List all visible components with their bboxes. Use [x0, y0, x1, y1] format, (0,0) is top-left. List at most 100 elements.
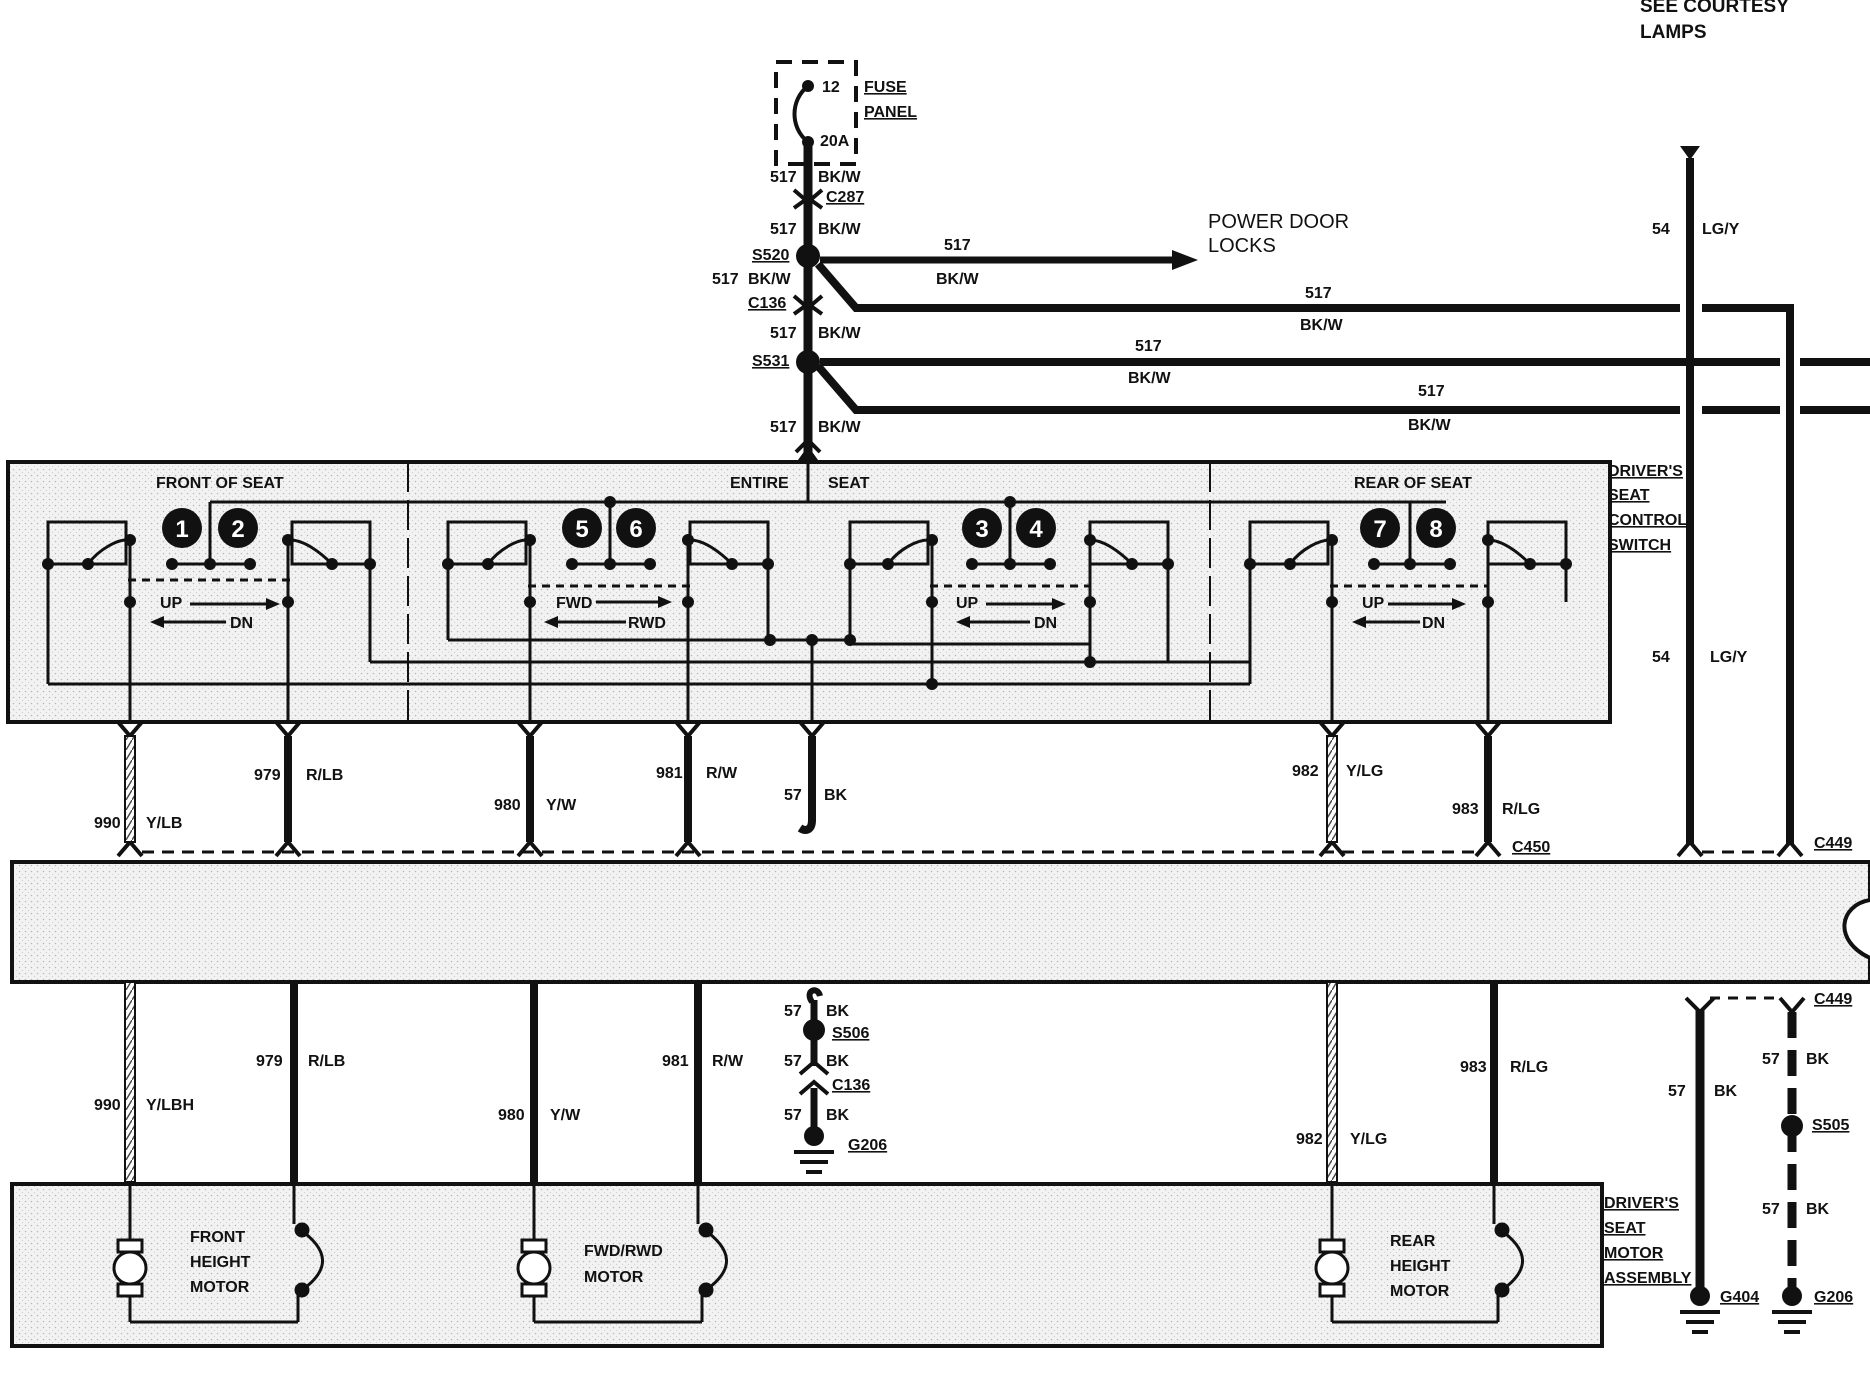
wire-rlb-label-a: R/LB: [306, 767, 343, 784]
wire-982-label-a: 982: [1292, 763, 1319, 780]
switch-number-7: 7: [1373, 516, 1386, 543]
wire-983-label-b: 983: [1460, 1059, 1487, 1076]
switch-label-4: SWITCH: [1608, 537, 1671, 554]
wire-bkw-label-r3: BK/W: [1408, 417, 1452, 434]
wire-ylg-label-b: Y/LG: [1350, 1131, 1387, 1148]
connector-c449-upper: C449: [1814, 835, 1852, 852]
splice-s520: [796, 244, 820, 268]
wire-ylb-label: Y/LB: [146, 815, 182, 832]
switch-circle-4: [1016, 508, 1056, 548]
switch-number-1: 1: [175, 516, 188, 543]
wire-bk-label-a: BK: [824, 787, 848, 804]
wire-57-label-g: 57: [1762, 1201, 1780, 1218]
wire-bkw-label-b: BK/W: [818, 221, 862, 238]
rear-dn-label: DN: [1422, 615, 1445, 632]
rwd-label: RWD: [628, 615, 666, 632]
wire-rw-label-a: R/W: [706, 765, 738, 782]
front-height-motor-2: HEIGHT: [190, 1254, 251, 1271]
rear-up-label: UP: [1362, 595, 1385, 612]
wire-517-label-e: 517: [770, 419, 797, 436]
courtesy-lamps-1: SEE COURTESY: [1640, 0, 1789, 17]
fuse-panel: 12 20A FUSE PANEL: [774, 60, 917, 166]
circuit-54: SEE COURTESY LAMPS 54 LG/Y 54 LG/Y: [1640, 0, 1789, 845]
switch-number-4: 4: [1029, 516, 1043, 543]
switch-circle-7: [1360, 508, 1400, 548]
switch-circle-6: [616, 508, 656, 548]
rear-height-motor-1: REAR: [1390, 1233, 1436, 1250]
wire-983-label-a: 983: [1452, 801, 1479, 818]
wire-bkw-label-pdl: BK/W: [936, 271, 980, 288]
switch-label-2: SEAT: [1608, 487, 1650, 504]
wire-lgy-label-b: LG/Y: [1710, 649, 1748, 666]
connector-c449-lower-left: [1684, 996, 1716, 1015]
wire-bk-label-d: BK: [826, 1107, 850, 1124]
switch-contact-dots: [42, 496, 1572, 690]
switch-number-8: 8: [1429, 516, 1442, 543]
motor-assembly-label-2: SEAT: [1604, 1220, 1646, 1237]
fwd-rwd-motor-1: FWD/RWD: [584, 1243, 663, 1260]
wire-990-label-b: 990: [94, 1097, 121, 1114]
branch-517-right-1: [814, 261, 1794, 845]
front-dn-label: DN: [230, 615, 253, 632]
fuse-panel-label-1: FUSE: [864, 79, 907, 96]
ground-g404: [1680, 1010, 1720, 1334]
wire-yw-label-b: Y/W: [550, 1107, 581, 1124]
switch-label-1: DRIVER'S: [1608, 463, 1683, 480]
front-height-motor-1: FRONT: [190, 1229, 245, 1246]
wire-979-label-a: 979: [254, 767, 281, 784]
wire-517-label-d: 517: [770, 325, 797, 342]
ground-g206-center: G206: [848, 1137, 887, 1154]
front-height-motor: [112, 1184, 324, 1324]
switch-circle-1: [162, 508, 202, 548]
wire-990-label-a: 990: [94, 815, 121, 832]
rear-height-motor-3: MOTOR: [1390, 1283, 1450, 1300]
wire-980-label-a: 980: [494, 797, 521, 814]
switch-number-2: 2: [231, 516, 244, 543]
ground-g206-right: [1710, 996, 1812, 1334]
wire-57-label-b: 57: [784, 1003, 802, 1020]
harness-upper: [116, 720, 1804, 858]
wire-bkw-label-e: BK/W: [818, 419, 862, 436]
wire-517-label-a: 517: [770, 169, 797, 186]
wire-bkw-label-d: BK/W: [818, 325, 862, 342]
wire-980-label-b: 980: [498, 1107, 525, 1124]
switch-number-circles: 1 2 5 6 3 4 7 8: [162, 508, 1456, 548]
splice-s506-label: S506: [832, 1025, 869, 1042]
direction-indicators: UP DN FWD RWD UP DN UP DN: [150, 595, 1466, 632]
wire-bkw-label-r1: BK/W: [1300, 317, 1344, 334]
branch-power-door-locks: 517 BK/W POWER DOOR LOCKS: [820, 211, 1349, 288]
harness-lower: [124, 981, 1498, 1184]
wire-bkw-label-a: BK/W: [818, 169, 862, 186]
switch-circle-8: [1416, 508, 1456, 548]
ground-chain-center: [794, 987, 834, 1174]
motor-assembly-label-1: DRIVER'S: [1604, 1195, 1679, 1212]
wire-ylg-label-a: Y/LG: [1346, 763, 1383, 780]
wire-ylbh-label: Y/LBH: [146, 1097, 194, 1114]
wire-bkw-label-c: BK/W: [748, 271, 792, 288]
fuse-rating: 20A: [820, 133, 850, 150]
wire-517-label-pdl: 517: [944, 237, 971, 254]
wire-981-label-a: 981: [656, 765, 683, 782]
wire-rw-label-b: R/W: [712, 1053, 744, 1070]
ground-g404-label: G404: [1720, 1289, 1759, 1306]
connector-c287: C287: [826, 189, 864, 206]
front-up-label: UP: [160, 595, 183, 612]
switch-number-5: 5: [575, 516, 588, 543]
power-door-locks-2: LOCKS: [1208, 235, 1276, 257]
fuse-panel-label-2: PANEL: [864, 104, 917, 121]
wire-57-label-f: 57: [1762, 1051, 1780, 1068]
splice-s505-label: S505: [1812, 1117, 1849, 1134]
rear-height-motor-2: HEIGHT: [1390, 1258, 1451, 1275]
wire-517-label-b: 517: [770, 221, 797, 238]
wire-rlb-label-b: R/LB: [308, 1053, 345, 1070]
wire-bk-label-g: BK: [1806, 1201, 1830, 1218]
splice-s531-label: S531: [752, 353, 789, 370]
wire-bk-label-b: BK: [826, 1003, 850, 1020]
wire-57-label-e: 57: [1668, 1083, 1686, 1100]
wire-bkw-label-r2: BK/W: [1128, 370, 1172, 387]
switch-number-6: 6: [629, 516, 642, 543]
wire-bk-label-f: BK: [1806, 1051, 1830, 1068]
motor-assembly-label-4: ASSEMBLY: [1604, 1270, 1692, 1287]
wire-lgy-label-a: LG/Y: [1702, 221, 1740, 238]
entire-up-label: UP: [956, 595, 979, 612]
